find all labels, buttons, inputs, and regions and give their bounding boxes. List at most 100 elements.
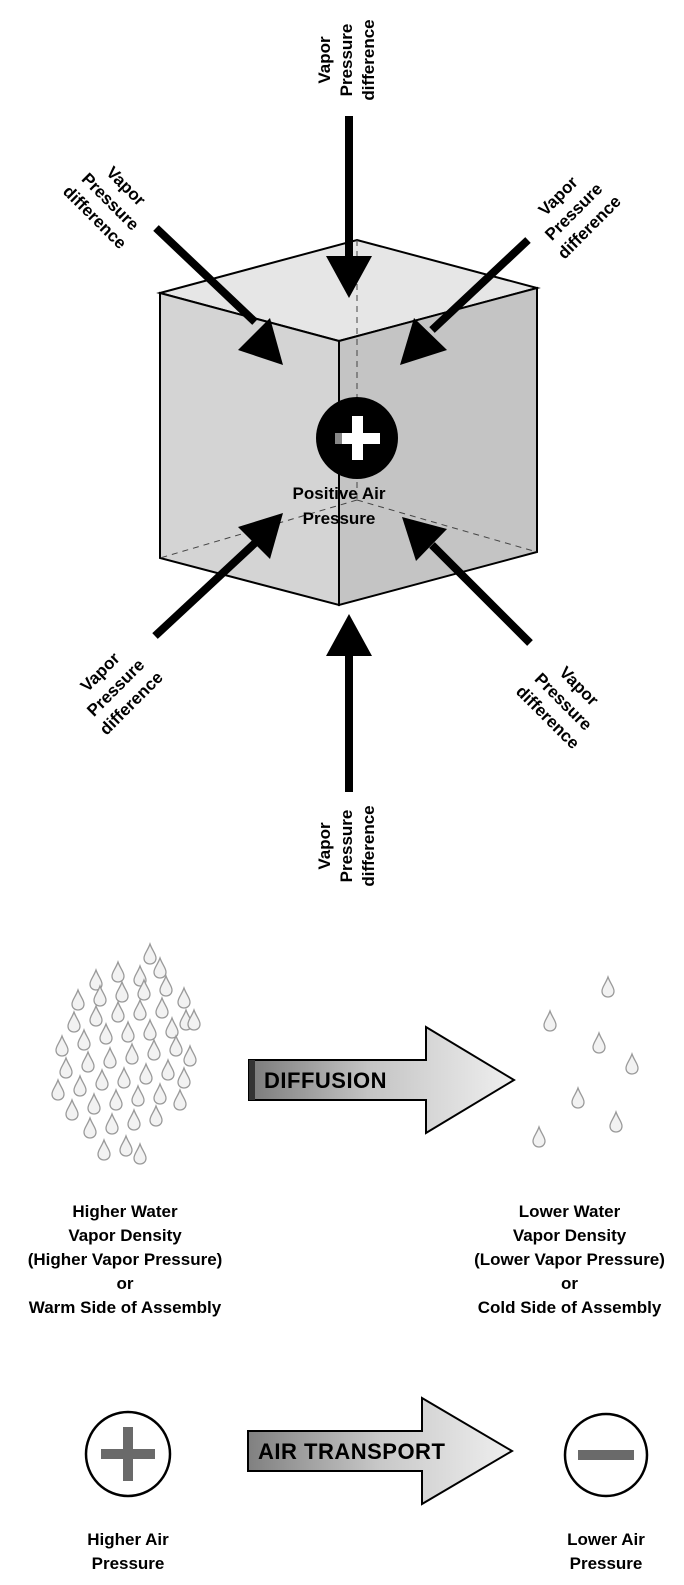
water-droplet-icon	[83, 1117, 97, 1139]
air-left-caption: Higher Air Pressure	[48, 1528, 208, 1576]
arrow-upper-left	[153, 225, 283, 365]
water-droplet-icon	[149, 1105, 163, 1127]
vapor-label-line: Vapor	[315, 822, 334, 870]
caption-line: (Lower Vapor Pressure)	[474, 1250, 665, 1269]
water-droplet-icon	[115, 981, 129, 1003]
dense-droplet-cluster	[51, 943, 201, 1165]
caption-line: Higher Water	[72, 1202, 178, 1221]
water-droplet-icon	[183, 1045, 197, 1067]
cube	[156, 238, 541, 607]
water-droplet-icon	[625, 1053, 639, 1075]
caption-line: Pressure	[91, 1554, 165, 1573]
water-droplet-icon	[77, 1029, 91, 1051]
air-transport-arrow: AIR TRANSPORT	[247, 1396, 514, 1506]
center-label-line-2: Pressure	[303, 509, 376, 528]
caption-line: or	[561, 1274, 578, 1293]
caption-line: Vapor Density	[68, 1226, 182, 1245]
water-droplet-icon	[103, 1047, 117, 1069]
diffusion-left-caption: Higher Water Vapor Density (Higher Vapor…	[0, 1200, 250, 1320]
caption-line: Warm Side of Assembly	[28, 1298, 222, 1317]
water-droplet-icon	[177, 1067, 191, 1089]
caption-line: or	[116, 1274, 134, 1293]
water-droplet-icon	[133, 1143, 147, 1165]
diffusion-arrow-label: DIFFUSION	[264, 1068, 387, 1093]
vapor-label-line: difference	[359, 19, 378, 100]
water-droplet-icon	[571, 1087, 585, 1109]
water-droplet-icon	[159, 975, 173, 997]
water-droplet-icon	[532, 1126, 546, 1148]
diffusion-arrow: DIFFUSION	[248, 1025, 516, 1135]
water-droplet-icon	[89, 1005, 103, 1027]
positive-pressure-symbol	[316, 397, 398, 479]
vapor-label-bottom: Vapor Pressure difference	[315, 805, 378, 886]
vapor-label-line: Vapor	[315, 36, 334, 84]
vapor-label-upper-right: Vapor Pressure difference	[535, 173, 625, 263]
water-droplet-icon	[147, 1039, 161, 1061]
water-droplet-icon	[609, 1111, 623, 1133]
diffusion-right-caption: Lower Water Vapor Density (Lower Vapor P…	[455, 1200, 684, 1320]
water-droplet-icon	[67, 1011, 81, 1033]
water-droplet-icon	[133, 999, 147, 1021]
water-droplet-icon	[543, 1010, 557, 1032]
caption-line: Higher Air	[87, 1530, 169, 1549]
higher-pressure-symbol	[84, 1410, 172, 1498]
vapor-label-top: Vapor Pressure difference	[315, 19, 378, 100]
vapor-label-upper-left: Vapor Pressure difference	[59, 163, 149, 253]
water-droplet-icon	[143, 943, 157, 965]
caption-line: Vapor Density	[512, 1226, 627, 1245]
water-droplet-icon	[65, 1099, 79, 1121]
water-droplet-icon	[169, 1035, 183, 1057]
water-droplet-icon	[109, 1089, 123, 1111]
water-droplet-icon	[143, 1019, 157, 1041]
vapor-label-line: Pressure	[337, 810, 356, 883]
water-droplet-icon	[73, 1075, 87, 1097]
vapor-label-lower-right: Vapor Pressure difference	[512, 663, 602, 753]
water-droplet-icon	[111, 961, 125, 983]
water-droplet-icon	[155, 997, 169, 1019]
caption-line: Cold Side of Assembly	[477, 1298, 662, 1317]
water-droplet-icon	[119, 1135, 133, 1157]
arrow-upper-right	[400, 237, 531, 365]
water-droplet-icon	[173, 1089, 187, 1111]
air-transport-arrow-label: AIR TRANSPORT	[258, 1439, 445, 1464]
water-droplet-icon	[127, 1109, 141, 1131]
water-droplet-icon	[117, 1067, 131, 1089]
water-droplet-icon	[187, 1009, 201, 1031]
water-droplet-icon	[71, 989, 85, 1011]
center-label-line-1: Positive Air	[293, 484, 386, 503]
water-droplet-icon	[125, 1043, 139, 1065]
caption-line: Pressure	[569, 1554, 643, 1573]
water-droplet-icon	[111, 1001, 125, 1023]
water-droplet-icon	[99, 1023, 113, 1045]
water-droplet-icon	[139, 1063, 153, 1085]
water-droplet-icon	[153, 1083, 167, 1105]
water-droplet-icon	[97, 1139, 111, 1161]
caption-line: Lower Water	[518, 1202, 621, 1221]
water-droplet-icon	[55, 1035, 69, 1057]
caption-line: (Higher Vapor Pressure)	[27, 1250, 223, 1269]
vapor-label-line: Pressure	[337, 24, 356, 97]
air-right-caption: Lower Air Pressure	[526, 1528, 684, 1576]
caption-line: Lower Air	[567, 1530, 645, 1549]
water-droplet-icon	[95, 1069, 109, 1091]
water-droplet-icon	[59, 1057, 73, 1079]
water-droplet-icon	[131, 1085, 145, 1107]
vapor-label-lower-left: Vapor Pressure difference	[77, 649, 167, 739]
vapor-label-line: difference	[359, 805, 378, 886]
water-droplet-icon	[87, 1093, 101, 1115]
water-droplet-icon	[592, 1032, 606, 1054]
arrow-lower-left	[152, 513, 283, 639]
arrow-top	[326, 116, 372, 298]
arrow-bottom	[326, 614, 372, 792]
water-droplet-icon	[601, 976, 615, 998]
vapor-arrows	[152, 116, 533, 792]
water-droplet-icon	[121, 1021, 135, 1043]
sparse-droplet-cluster	[532, 976, 639, 1148]
water-droplet-icon	[161, 1059, 175, 1081]
water-droplet-icon	[105, 1113, 119, 1135]
lower-pressure-symbol	[563, 1412, 649, 1498]
water-droplet-icon	[51, 1079, 65, 1101]
water-droplet-icon	[177, 987, 191, 1009]
water-droplet-icon	[81, 1051, 95, 1073]
